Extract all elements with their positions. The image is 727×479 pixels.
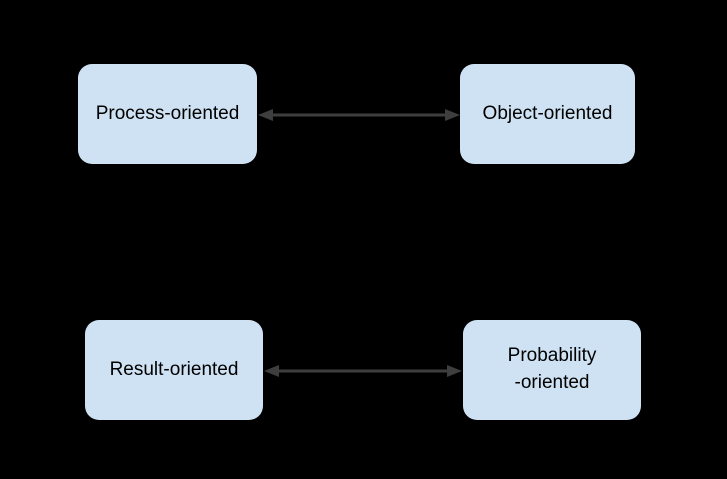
node-result-oriented: Result-oriented: [85, 320, 263, 420]
double-arrow-result-probability: [264, 365, 462, 377]
node-process-oriented-label: Process-oriented: [95, 102, 240, 124]
node-process-oriented: Process-oriented: [78, 64, 257, 164]
node-probability-oriented: Probability -oriented: [463, 320, 641, 420]
node-object-oriented: Object-oriented: [460, 64, 635, 164]
double-arrow-process-object: [258, 109, 460, 121]
node-object-oriented-label: Object-oriented: [482, 102, 613, 124]
node-result-oriented-label: Result-oriented: [109, 358, 239, 380]
node-probability-oriented-label: Probability -oriented: [507, 345, 597, 393]
